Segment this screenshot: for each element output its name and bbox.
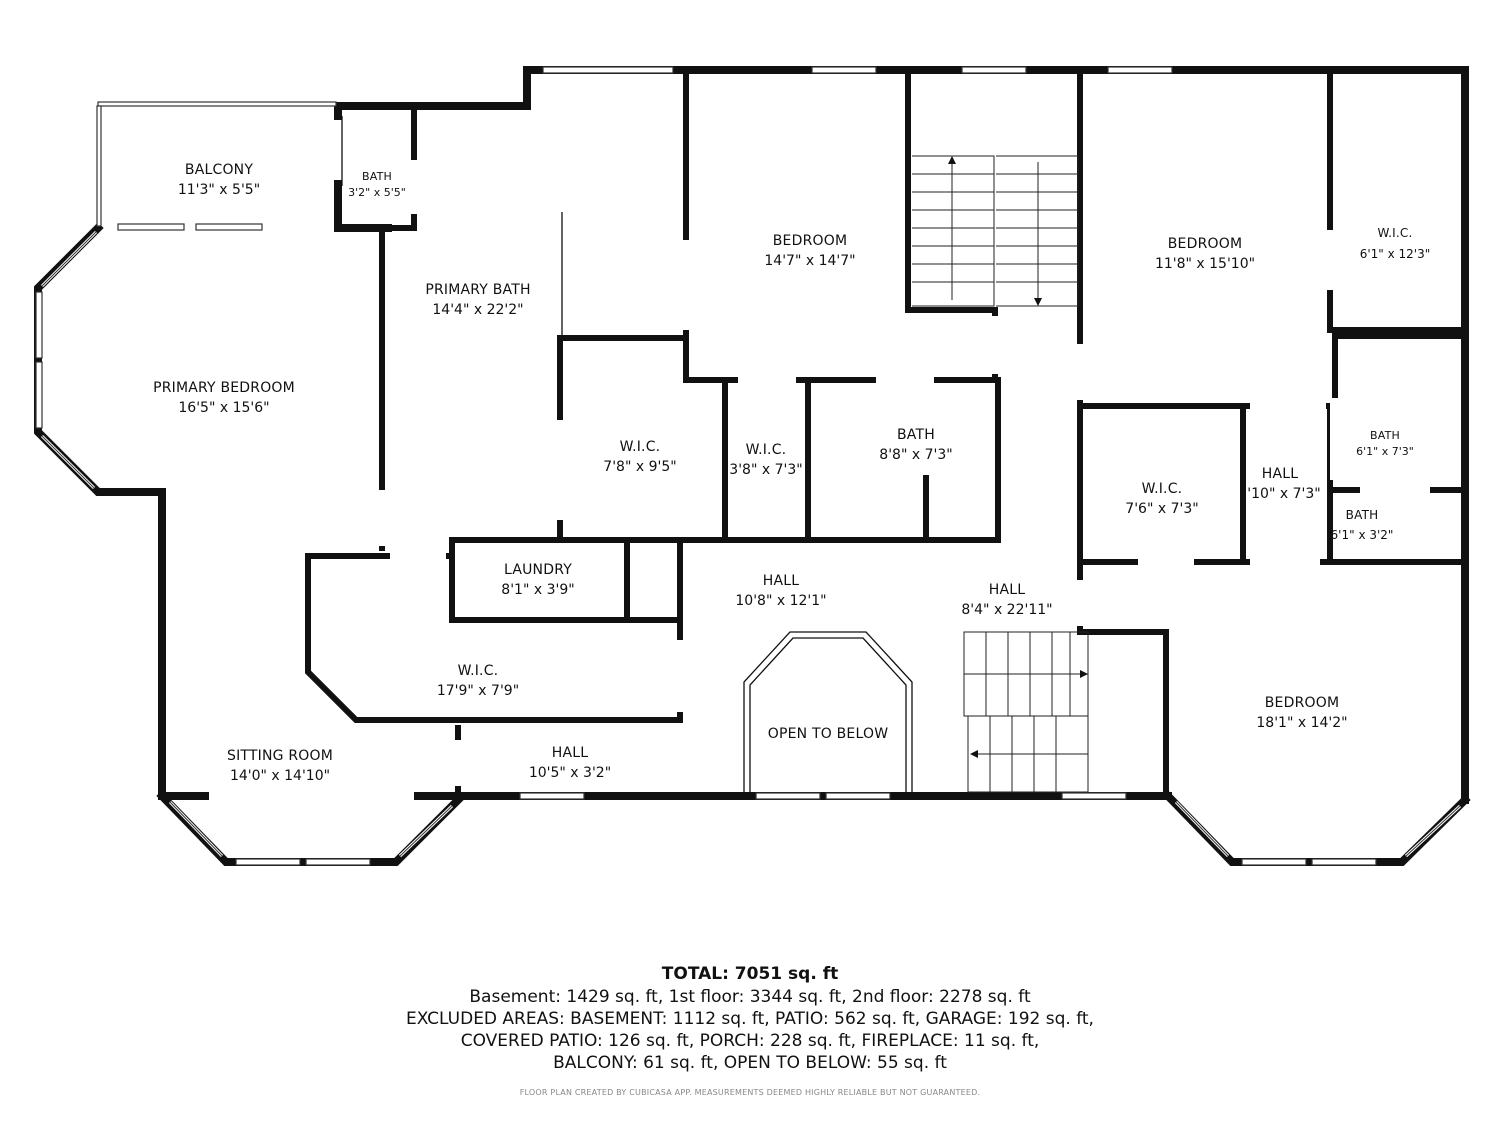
room-name: BEDROOM xyxy=(773,233,847,249)
total-area: TOTAL: 7051 sq. ft xyxy=(661,964,839,984)
room-labels: BALCONY 11'3" x 5'5" BATH 3'2" x 5'5" PR… xyxy=(153,162,1430,784)
open-to-below-railing xyxy=(743,631,913,792)
room-name: HALL xyxy=(989,582,1026,598)
excluded-areas-2: COVERED PATIO: 126 sq. ft, PORCH: 228 sq… xyxy=(460,1031,1040,1051)
room-name: HALL xyxy=(763,573,800,589)
stairs-bottom xyxy=(963,631,1089,793)
excluded-areas-3: BALCONY: 61 sq. ft, OPEN TO BELOW: 55 sq… xyxy=(553,1053,947,1073)
room-name: BATH xyxy=(1370,429,1400,442)
room-dim: 6'1" x 12'3" xyxy=(1360,247,1431,261)
room-dim: 7'6" x 7'3" xyxy=(1125,501,1198,517)
excluded-areas-1: EXCLUDED AREAS: BASEMENT: 1112 sq. ft, P… xyxy=(406,1009,1094,1029)
room-dim: 14'4" x 22'2" xyxy=(432,302,523,318)
room-name: W.I.C. xyxy=(1142,481,1183,497)
room-dim: '10" x 7'3" xyxy=(1247,486,1320,502)
room-name: W.I.C. xyxy=(620,439,661,455)
room-name: BATH xyxy=(897,427,935,443)
room-dim: 8'1" x 3'9" xyxy=(501,582,574,598)
room-name: HALL xyxy=(1262,466,1299,482)
room-dim: 17'9" x 7'9" xyxy=(437,683,519,699)
room-name: SITTING ROOM xyxy=(227,748,333,764)
door-openings xyxy=(333,120,1430,786)
room-dim: 10'8" x 12'1" xyxy=(735,593,826,609)
disclaimer: FLOOR PLAN CREATED BY CUBICASA APP. MEAS… xyxy=(519,1088,981,1097)
room-dim: 7'8" x 9'5" xyxy=(603,459,676,475)
room-name: OPEN TO BELOW xyxy=(768,726,888,742)
room-name: BALCONY xyxy=(185,162,253,178)
room-name: BATH xyxy=(362,170,392,183)
room-dim: 6'1" x 7'3" xyxy=(1356,445,1414,458)
room-name: BATH xyxy=(1346,508,1379,522)
room-name: PRIMARY BATH xyxy=(425,282,530,298)
area-summary: TOTAL: 7051 sq. ft Basement: 1429 sq. ft… xyxy=(0,962,1500,1097)
room-dim: 10'5" x 3'2" xyxy=(529,765,611,781)
room-dim: 18'1" x 14'2" xyxy=(1256,715,1347,731)
room-dim: 14'0" x 14'10" xyxy=(230,768,330,784)
room-dim: 3'8" x 7'3" xyxy=(729,462,802,478)
room-dim: 11'8" x 15'10" xyxy=(1155,256,1255,272)
room-name: W.I.C. xyxy=(458,663,499,679)
bay-windows xyxy=(40,230,1462,858)
room-name: HALL xyxy=(552,745,589,761)
floor-areas: Basement: 1429 sq. ft, 1st floor: 3344 s… xyxy=(469,987,1031,1007)
room-dim: 3'2" x 5'5" xyxy=(348,186,406,199)
room-dim: 11'3" x 5'5" xyxy=(178,182,260,198)
room-dim: 6'1" x 3'2" xyxy=(1331,528,1394,542)
room-name: PRIMARY BEDROOM xyxy=(153,380,295,396)
stairs-top xyxy=(912,155,1079,307)
room-dim: 8'4" x 22'11" xyxy=(961,602,1052,618)
room-dim: 16'5" x 15'6" xyxy=(178,400,269,416)
floor-plan: BALCONY 11'3" x 5'5" BATH 3'2" x 5'5" PR… xyxy=(34,66,1471,866)
windows xyxy=(35,66,1377,866)
room-name: W.I.C. xyxy=(1377,226,1412,240)
room-dim: 8'8" x 7'3" xyxy=(879,447,952,463)
room-name: BEDROOM xyxy=(1168,236,1242,252)
room-name: W.I.C. xyxy=(746,442,787,458)
room-dim: 14'7" x 14'7" xyxy=(764,253,855,269)
room-name: BEDROOM xyxy=(1265,695,1339,711)
room-name: LAUNDRY xyxy=(504,562,572,578)
